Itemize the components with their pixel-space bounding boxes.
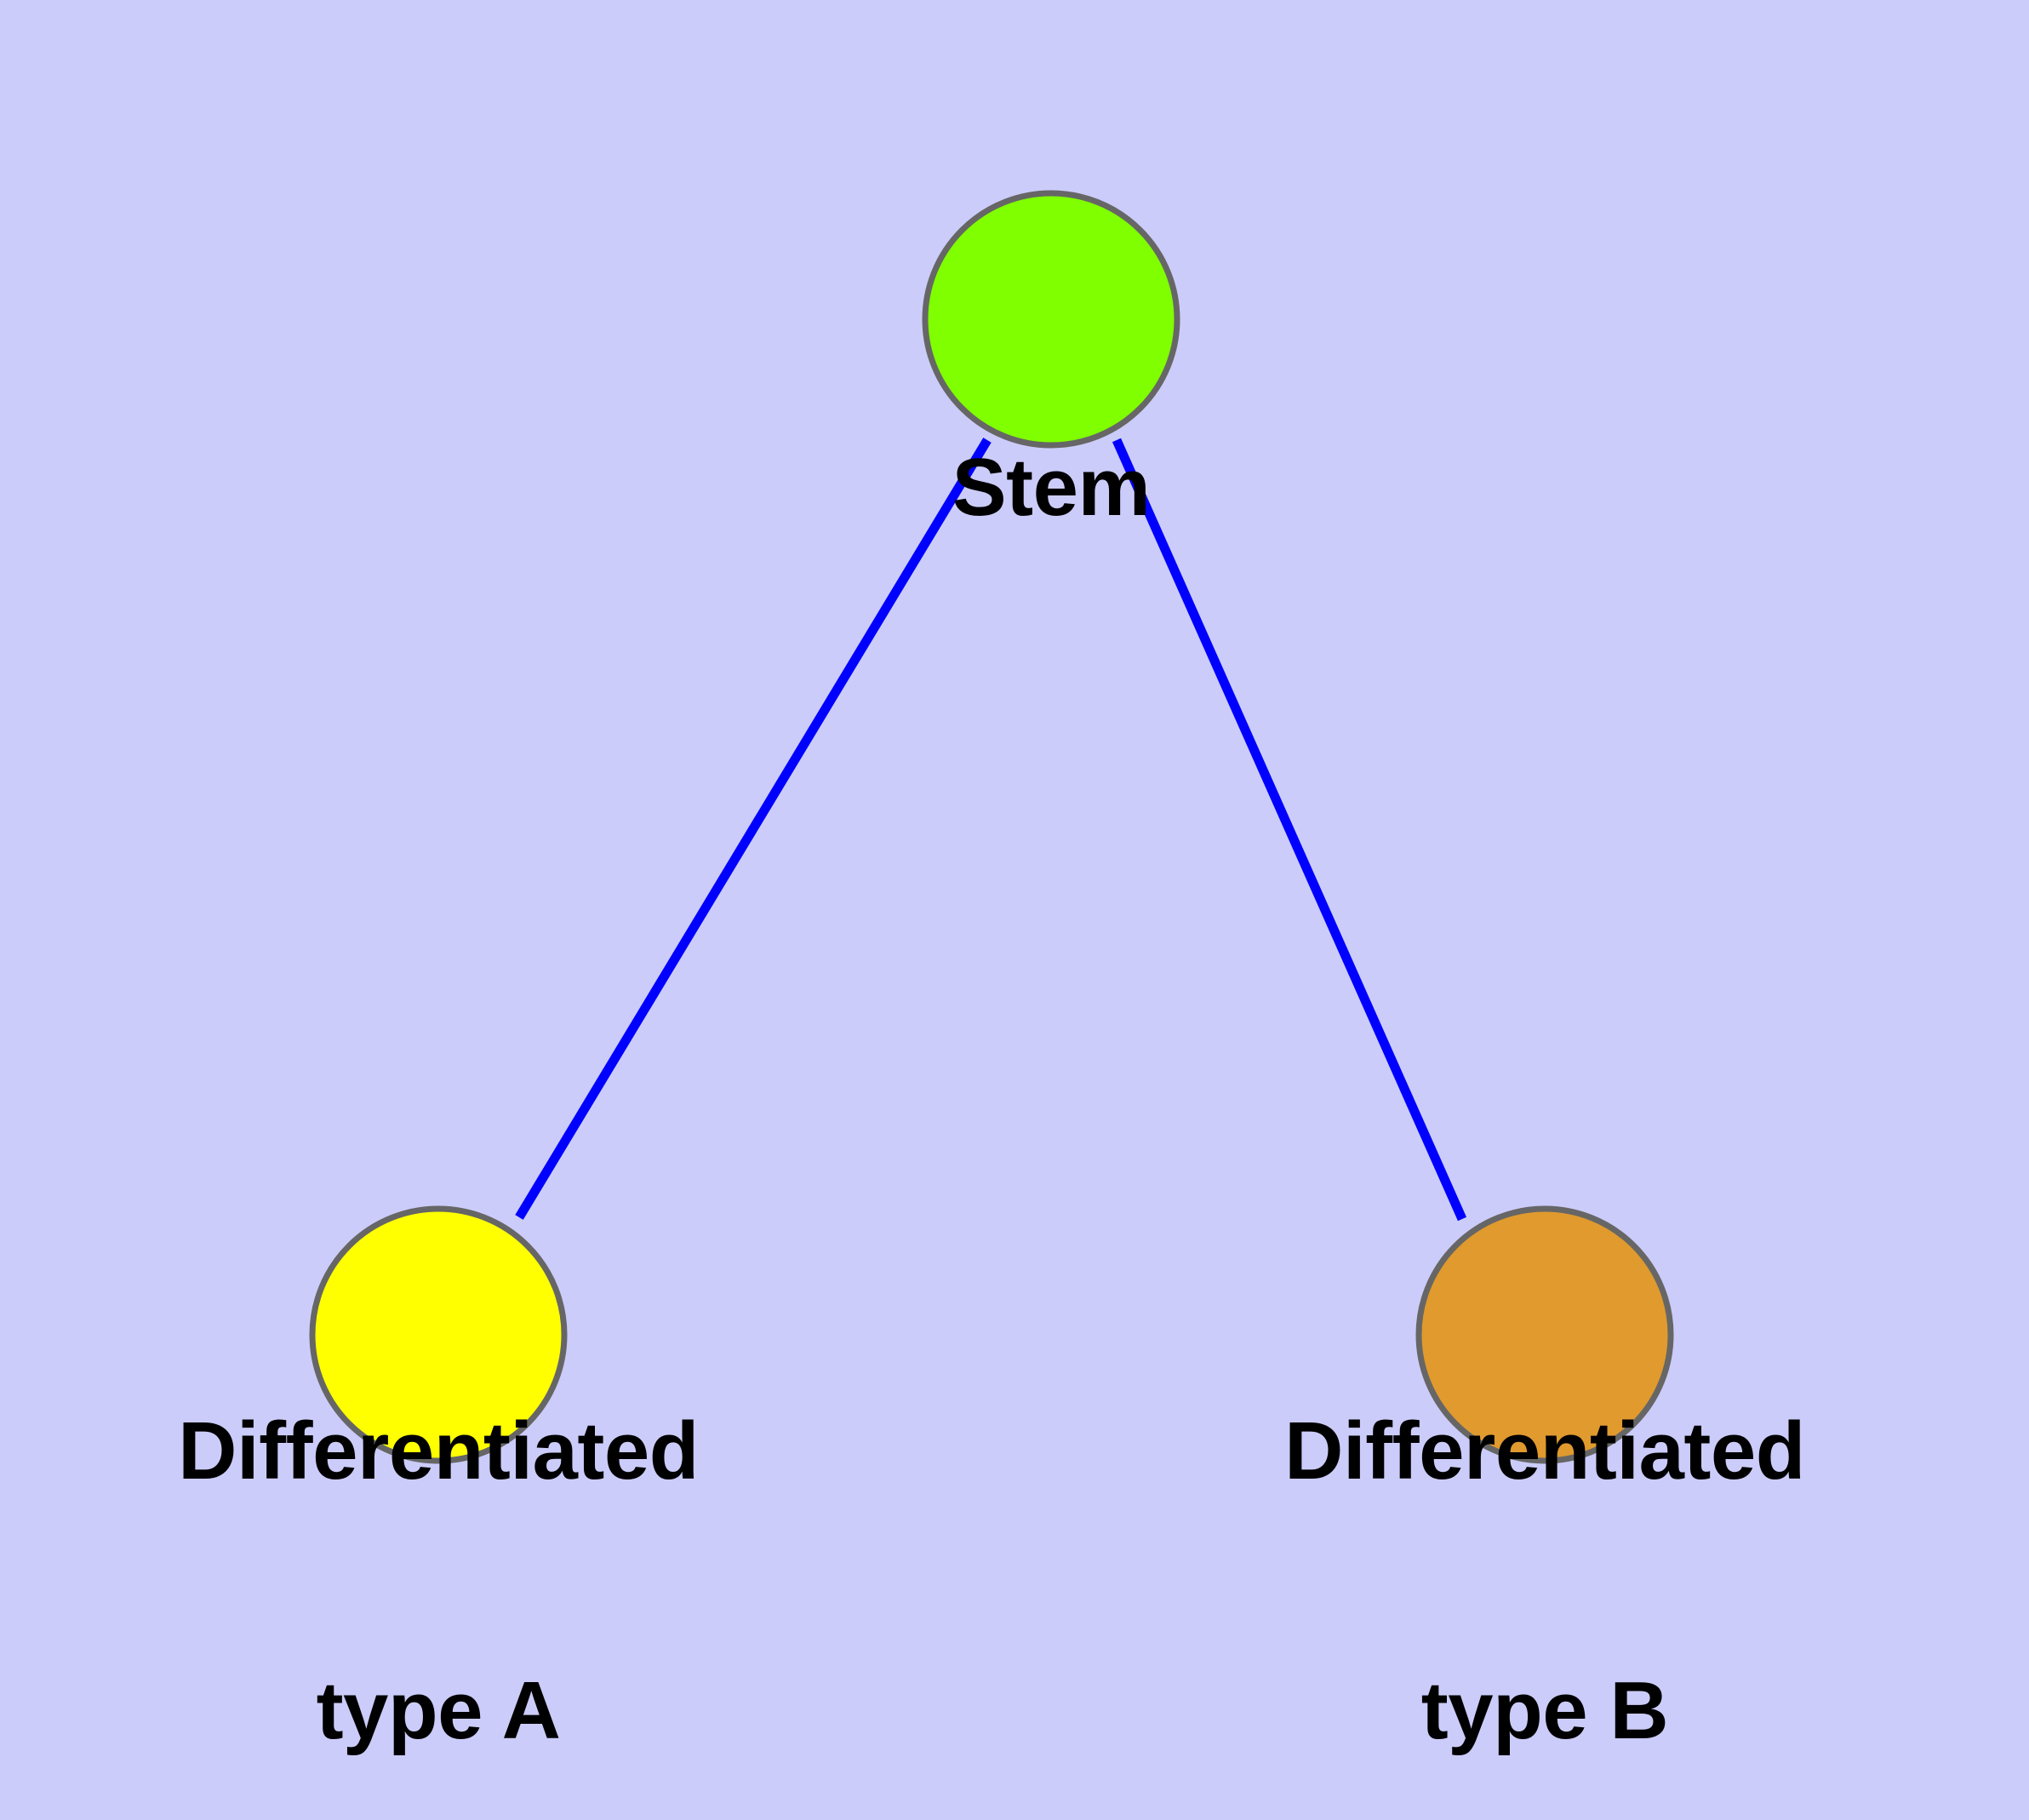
node-stem-circle[interactable]: [922, 190, 1180, 449]
node-diff-b-circle[interactable]: [1415, 1205, 1674, 1464]
edge-stem-to-diff-b: [1112, 438, 1467, 1222]
node-diff-a-circle[interactable]: [309, 1205, 568, 1464]
node-layer: [309, 190, 1674, 1464]
edge-stem-to-diff-a: [515, 438, 992, 1220]
edge-layer: [515, 438, 1467, 1222]
